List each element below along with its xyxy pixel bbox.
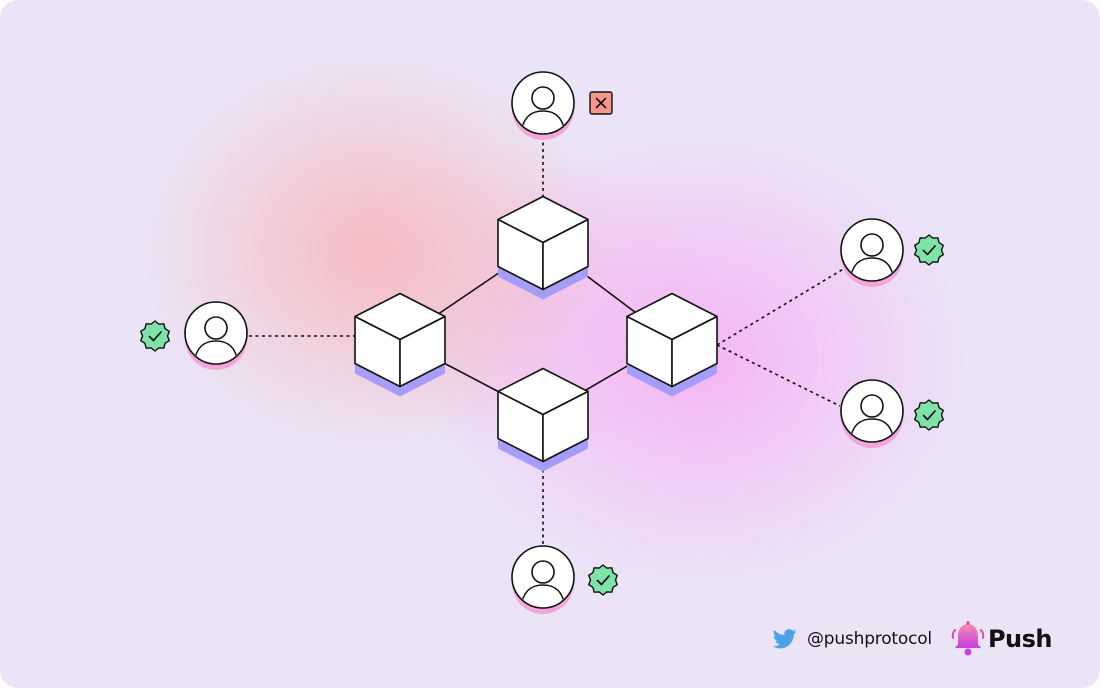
avatar xyxy=(184,301,248,370)
user-bottom xyxy=(511,545,618,614)
user-link xyxy=(716,267,846,346)
push-bell-icon xyxy=(951,621,985,656)
avatar xyxy=(840,218,904,287)
user-icon xyxy=(849,233,895,280)
cube-nodes xyxy=(354,195,718,472)
cube-right-face xyxy=(542,218,589,291)
cube-shadow xyxy=(355,363,445,397)
user-nodes xyxy=(140,71,944,614)
user-right-lower xyxy=(840,379,944,448)
user-top xyxy=(511,71,613,140)
user-icon xyxy=(849,394,895,441)
cube-bottom xyxy=(497,367,589,472)
cube-top xyxy=(497,195,589,300)
brand-name: Push xyxy=(987,625,1053,653)
avatar xyxy=(840,379,904,448)
check-badge-icon xyxy=(588,564,618,596)
cube-right-face xyxy=(399,315,446,388)
cube-right-face xyxy=(671,315,718,388)
user-link xyxy=(716,344,841,407)
avatar xyxy=(511,545,575,614)
user-right-upper xyxy=(840,218,944,287)
twitter-icon xyxy=(773,629,797,649)
footer: @pushprotocol Push xyxy=(773,620,1053,658)
avatar xyxy=(511,71,575,140)
twitter-handle-group[interactable]: @pushprotocol xyxy=(773,629,932,649)
check-badge-icon xyxy=(914,399,944,431)
check-badge-icon xyxy=(914,234,944,266)
cube-left xyxy=(354,292,446,397)
cube-shadow xyxy=(627,363,717,397)
user-icon xyxy=(193,316,239,363)
user-icon xyxy=(520,560,566,607)
connections xyxy=(249,136,846,545)
cube-right-face xyxy=(542,390,589,463)
user-icon xyxy=(520,86,566,133)
check-badge-icon xyxy=(140,320,170,352)
close-icon xyxy=(589,91,613,115)
twitter-handle: @pushprotocol xyxy=(807,629,932,649)
push-brand: Push xyxy=(950,620,1053,658)
user-left xyxy=(140,301,248,370)
cube-right xyxy=(626,292,718,397)
cube-shadow xyxy=(498,438,588,472)
cube-shadow xyxy=(498,266,588,300)
